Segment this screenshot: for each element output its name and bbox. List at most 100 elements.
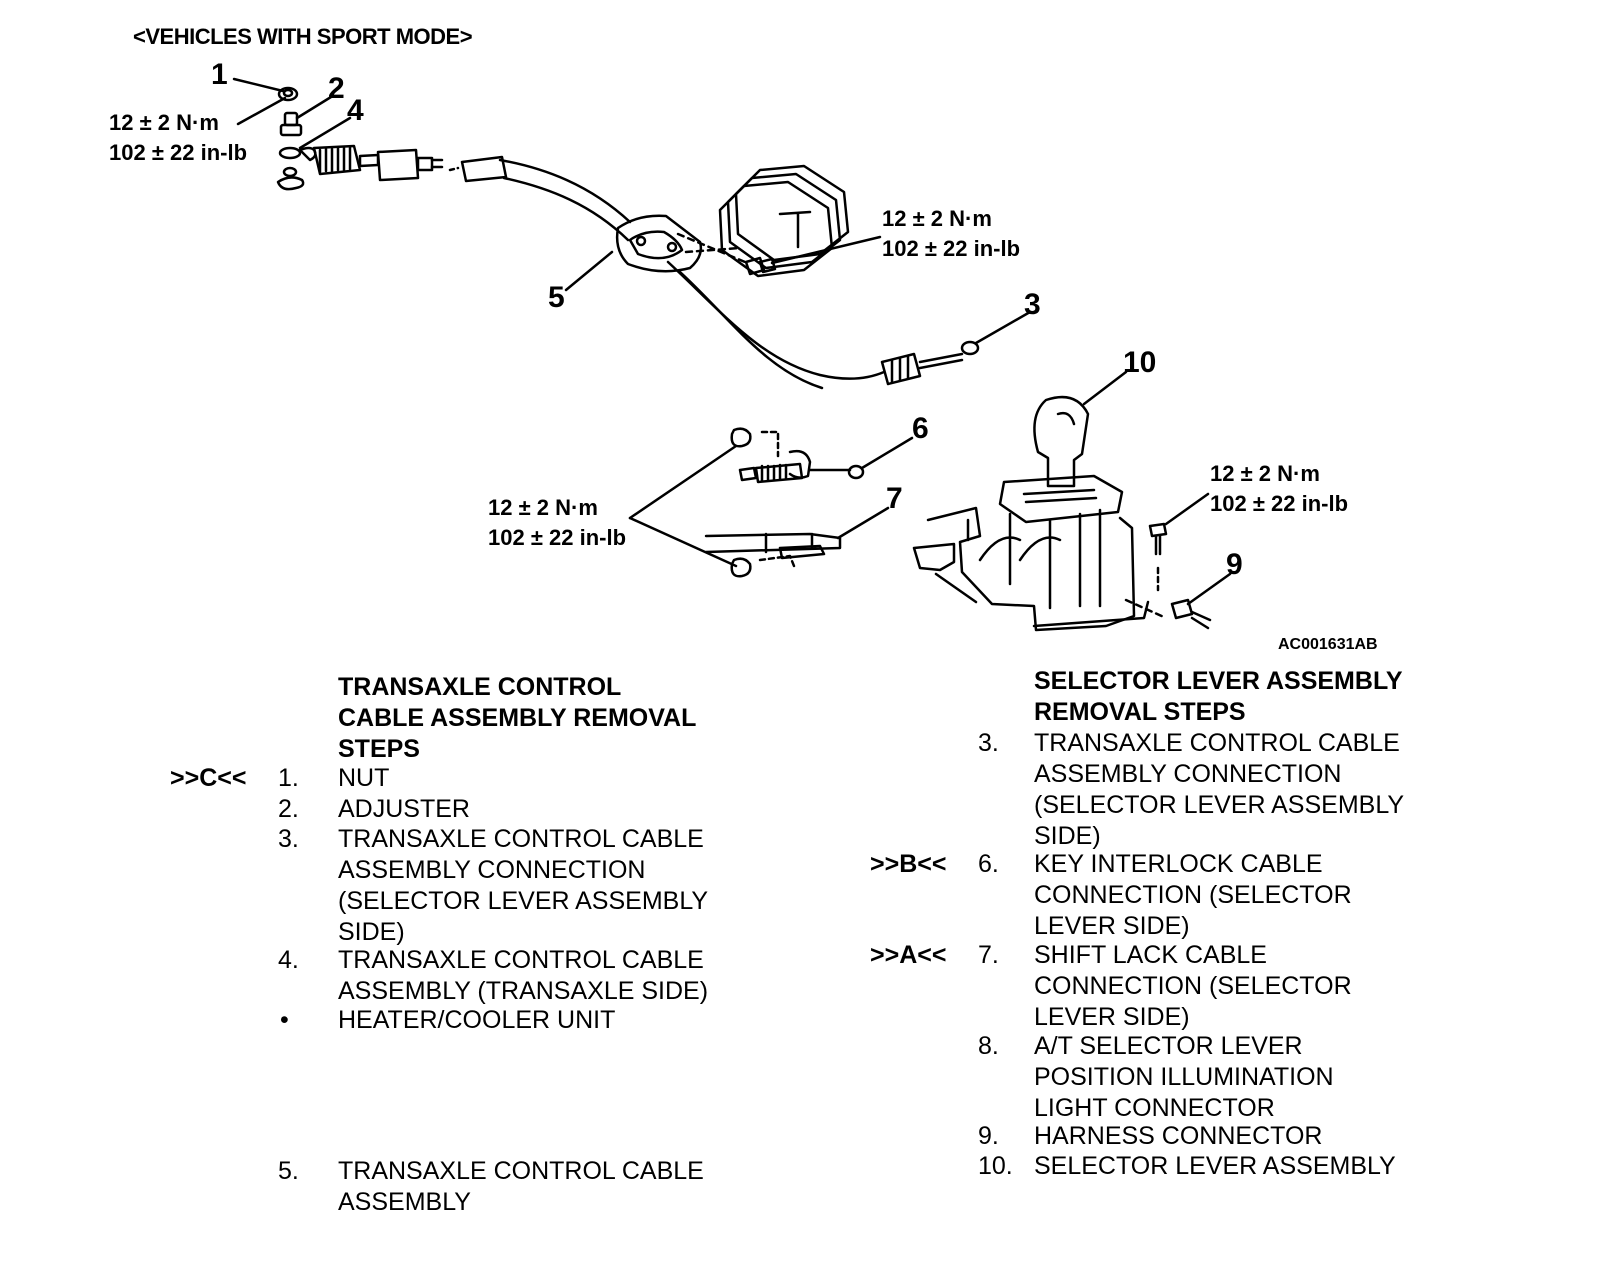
step-number: 1. — [278, 764, 299, 792]
left-step-1: >>C<< 1. NUT — [170, 763, 750, 794]
key-interlock-cable-icon — [730, 427, 865, 484]
callout-4: 4 — [347, 94, 364, 127]
cable-sleeve — [460, 155, 508, 183]
cable-upper-a — [498, 158, 632, 224]
nut-1-icon — [277, 86, 299, 102]
leader-3 — [974, 310, 1032, 345]
right-step-3: 3. TRANSAXLE CONTROL CABLE ASSEMBLY CONN… — [870, 728, 1470, 852]
callout-6: 6 — [912, 412, 929, 445]
leader-6 — [860, 436, 914, 470]
step-line: ASSEMBLY (TRANSAXLE SIDE) — [338, 977, 709, 1005]
right-step-10: 10. SELECTOR LEVER ASSEMBLY — [870, 1151, 1470, 1182]
step-line: TRANSAXLE CONTROL CABLE — [338, 825, 704, 853]
exploded-view-diagram — [232, 77, 1232, 632]
step-text: TRANSAXLE CONTROL CABLE ASSEMBLY — [338, 1156, 704, 1218]
leader-10 — [1082, 370, 1128, 406]
shift-lock-cable-icon — [704, 532, 842, 578]
torque-nm: 12 ± 2 N·m — [882, 206, 992, 231]
step-line: KEY INTERLOCK CABLE — [1034, 850, 1323, 878]
step-text: KEY INTERLOCK CABLE CONNECTION (SELECTOR… — [1034, 849, 1352, 942]
step-line: ASSEMBLY — [338, 1188, 471, 1216]
right-list-title: SELECTOR LEVER ASSEMBLY REMOVAL STEPS — [1034, 666, 1403, 728]
torque-spec-1: 12 ± 2 N·m 102 ± 22 in-lb — [109, 108, 247, 168]
step-number: 3. — [978, 729, 999, 757]
torque-inlb: 102 ± 22 in-lb — [109, 140, 248, 165]
right-step-8: 8. A/T SELECTOR LEVER POSITION ILLUMINAT… — [870, 1031, 1470, 1124]
step-text: SELECTOR LEVER ASSEMBLY — [1034, 1152, 1396, 1180]
leader-torque-3a — [628, 444, 738, 520]
leader-7 — [836, 506, 890, 540]
torque-nm: 12 ± 2 N·m — [109, 110, 219, 135]
bullet-icon: • — [280, 1006, 289, 1034]
callout-5: 5 — [548, 281, 565, 314]
leader-torque-4 — [1164, 492, 1210, 526]
step-number: 2. — [278, 795, 299, 823]
leader-5 — [564, 250, 614, 292]
title-line: SELECTOR LEVER ASSEMBLY — [1034, 667, 1403, 695]
left-step-4: 4. TRANSAXLE CONTROL CABLE ASSEMBLY (TRA… — [170, 945, 750, 1007]
step-line: ASSEMBLY CONNECTION — [338, 856, 646, 884]
callout-1: 1 — [211, 58, 228, 91]
step-line: CONNECTION (SELECTOR — [1034, 972, 1352, 1000]
title-line: CABLE ASSEMBLY REMOVAL — [338, 704, 697, 732]
step-line: SHIFT LACK CABLE — [1034, 941, 1267, 969]
step-line: LIGHT CONNECTOR — [1034, 1094, 1275, 1122]
harness-connector-icon — [1170, 598, 1212, 630]
step-number: 10. — [978, 1152, 1013, 1180]
step-line: LEVER SIDE) — [1034, 1003, 1190, 1031]
ref-code: >>A<< — [870, 941, 947, 969]
leader-4 — [298, 116, 352, 150]
step-line: LEVER SIDE) — [1034, 912, 1190, 940]
figure-code: AC001631AB — [1278, 636, 1378, 653]
cable-end-selector-icon — [880, 340, 980, 386]
step-number: 6. — [978, 850, 999, 878]
step-line: TRANSAXLE CONTROL CABLE — [338, 946, 704, 974]
step-text: A/T SELECTOR LEVER POSITION ILLUMINATION… — [1034, 1031, 1334, 1124]
callout-2: 2 — [328, 72, 345, 105]
step-text: HARNESS CONNECTOR — [1034, 1122, 1323, 1150]
leader-9 — [1186, 572, 1232, 606]
cable-lower-b — [678, 270, 824, 390]
torque-spec-2: 12 ± 2 N·m 102 ± 22 in-lb — [882, 204, 1020, 264]
step-number: 3. — [278, 825, 299, 853]
step-line: POSITION ILLUMINATION — [1034, 1063, 1334, 1091]
diagram-header: <VEHICLES WITH SPORT MODE> — [133, 24, 473, 49]
step-line: (SELECTOR LEVER ASSEMBLY — [338, 887, 709, 915]
title-line: REMOVAL STEPS — [1034, 698, 1246, 726]
leader-2 — [295, 95, 333, 120]
step-number: 4. — [278, 946, 299, 974]
title-line: STEPS — [338, 735, 420, 763]
selector-lever-assembly-icon — [912, 395, 1168, 632]
step-number: 7. — [978, 941, 999, 969]
left-step-3: 3. TRANSAXLE CONTROL CABLE ASSEMBLY CONN… — [170, 824, 750, 948]
right-step-7: >>A<< 7. SHIFT LACK CABLE CONNECTION (SE… — [870, 940, 1470, 1033]
step-line: (SELECTOR LEVER ASSEMBLY — [1034, 791, 1405, 819]
cable-bracket-5-icon — [615, 214, 703, 273]
step-line: TRANSAXLE CONTROL CABLE — [1034, 729, 1400, 757]
callout-3: 3 — [1024, 288, 1041, 321]
leader-torque-3b — [628, 516, 738, 568]
step-line: A/T SELECTOR LEVER — [1034, 1032, 1303, 1060]
callout-7: 7 — [886, 482, 903, 515]
callout-10: 10 — [1123, 346, 1157, 379]
title-line: TRANSAXLE CONTROL — [338, 673, 622, 701]
step-line: CONNECTION (SELECTOR — [1034, 881, 1352, 909]
ref-code: >>C<< — [170, 764, 247, 792]
step-number: 8. — [978, 1032, 999, 1060]
step-line: SIDE) — [1034, 822, 1101, 850]
callout-9: 9 — [1226, 548, 1243, 581]
step-line: ASSEMBLY CONNECTION — [1034, 760, 1342, 788]
ref-code: >>B<< — [870, 850, 947, 878]
right-step-6: >>B<< 6. KEY INTERLOCK CABLE CONNECTION … — [870, 849, 1470, 942]
step-number: 9. — [978, 1122, 999, 1150]
cable-lower-a — [666, 260, 886, 380]
right-step-9: 9. HARNESS CONNECTOR — [870, 1121, 1470, 1152]
clip-icon — [276, 146, 305, 191]
cable-upper-b — [502, 176, 630, 242]
left-step-2: 2. ADJUSTER — [170, 794, 750, 825]
leader-torque-1 — [236, 96, 287, 126]
step-text: TRANSAXLE CONTROL CABLE ASSEMBLY CONNECT… — [338, 824, 708, 948]
step-line: TRANSAXLE CONTROL CABLE — [338, 1157, 704, 1185]
step-number: 5. — [278, 1157, 299, 1185]
left-list-title: TRANSAXLE CONTROL CABLE ASSEMBLY REMOVAL… — [338, 672, 696, 765]
